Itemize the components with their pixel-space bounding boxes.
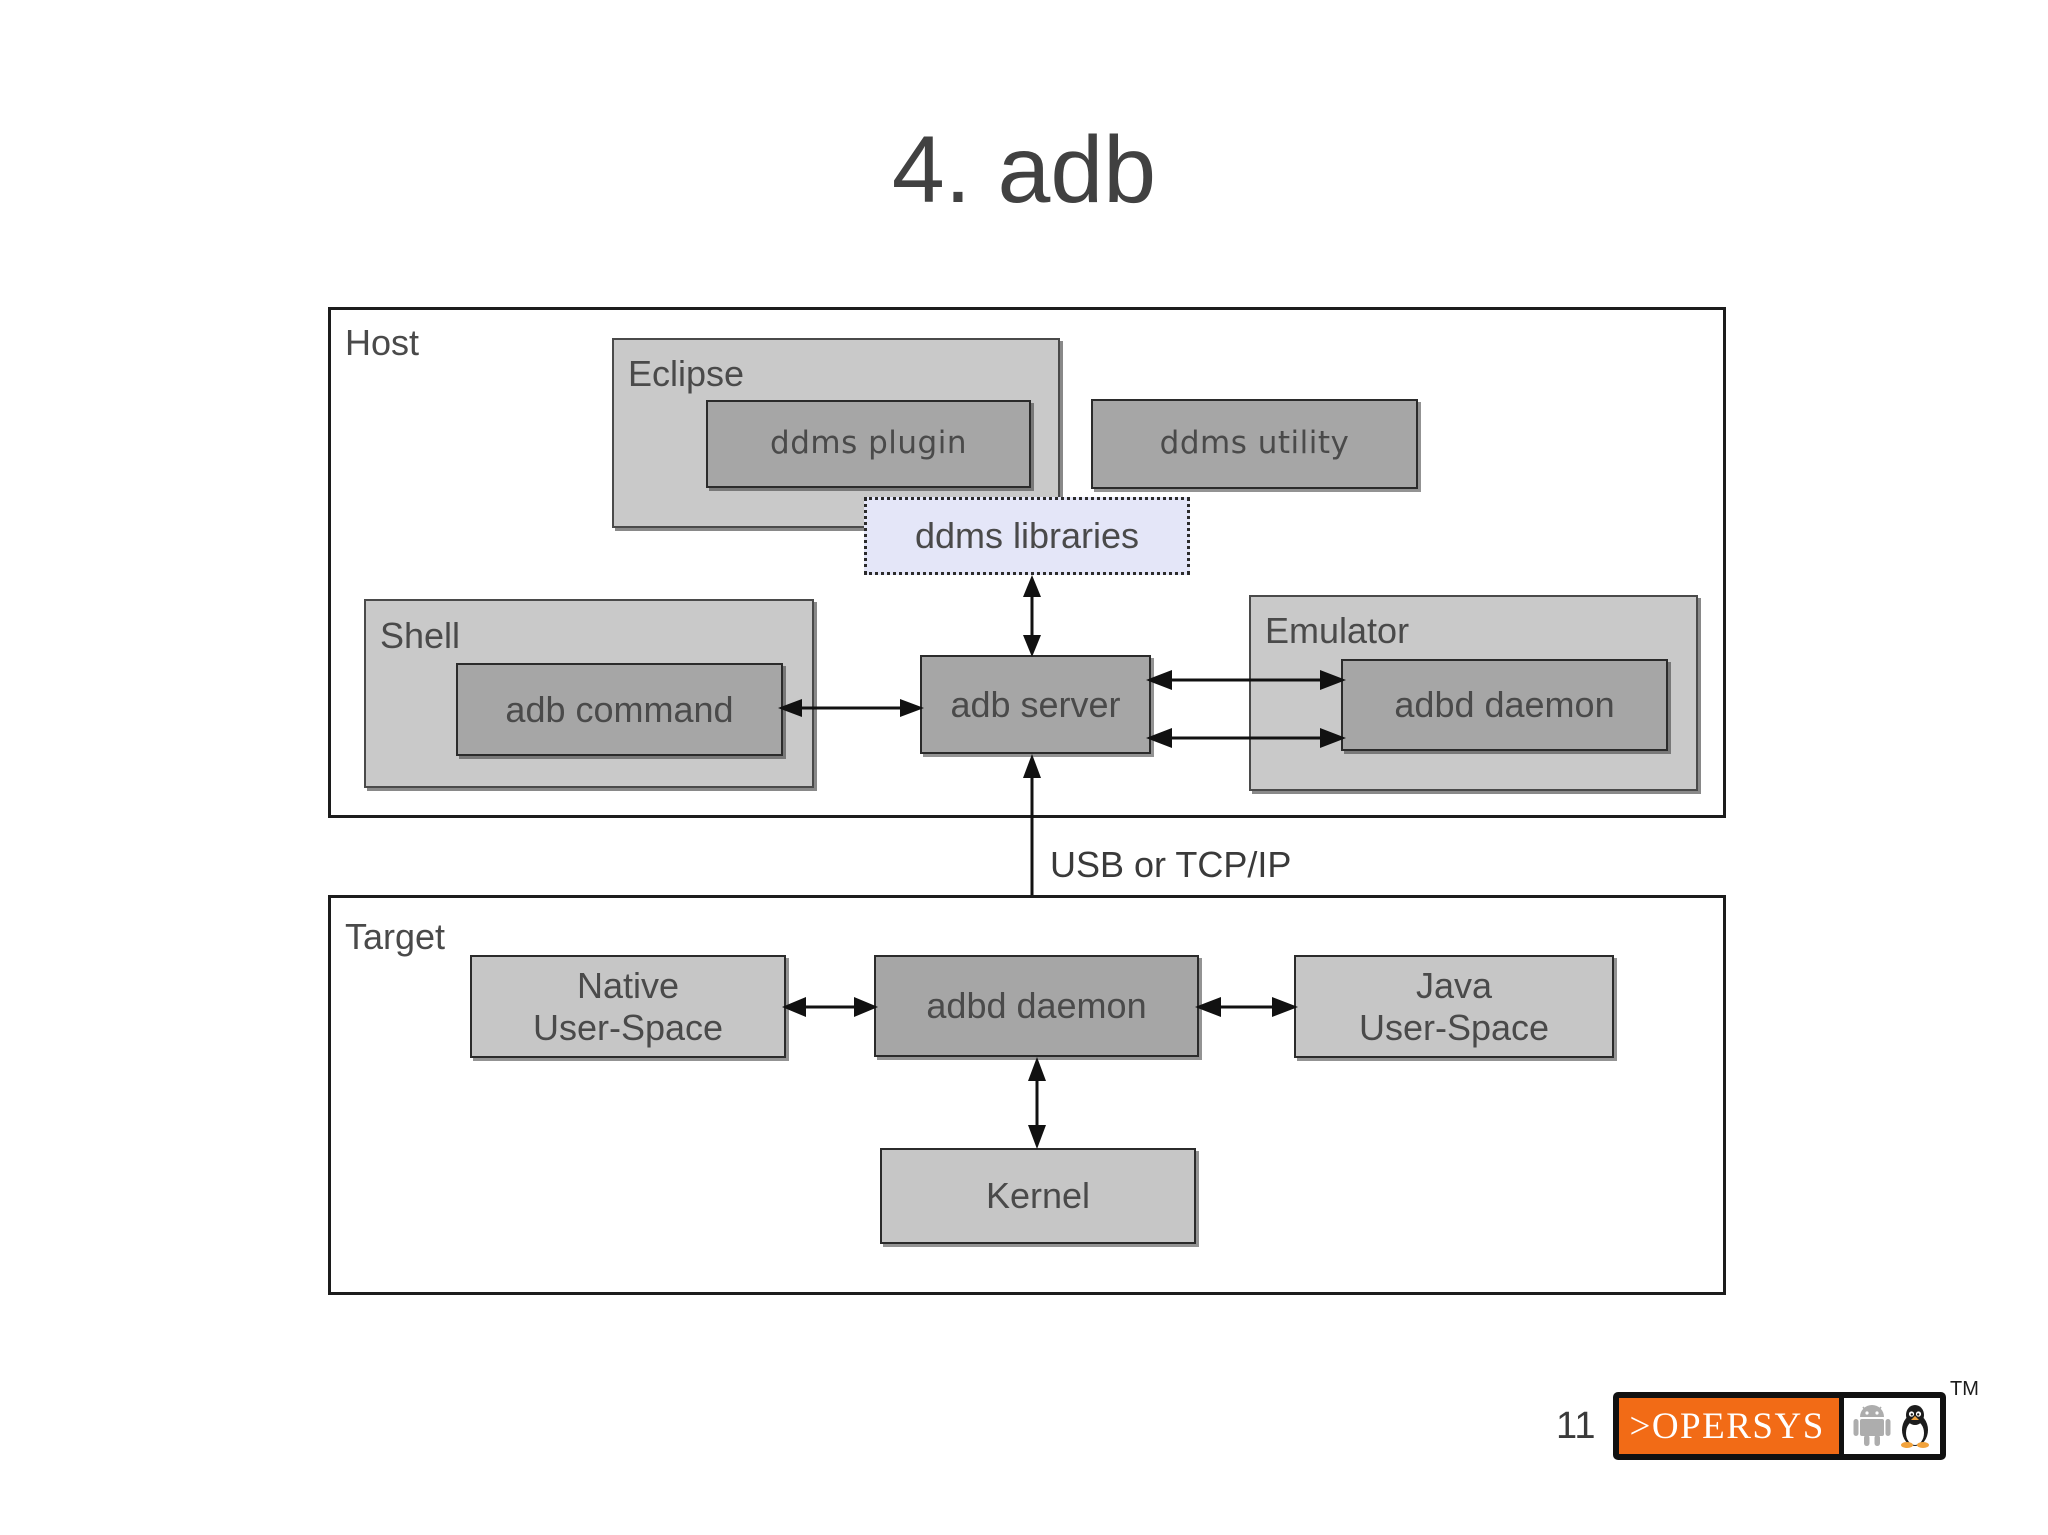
- connector-server-emulator-upper: [1146, 669, 1346, 691]
- shell-label: Shell: [380, 615, 461, 656]
- ddms-utility-node[interactable]: ddms utility: [1091, 399, 1418, 489]
- java-user-space-node[interactable]: Java User-Space: [1294, 955, 1614, 1058]
- native-user-space-line1: Native: [576, 965, 680, 1007]
- adb-server-node[interactable]: adb server: [920, 655, 1151, 754]
- footer: 11 >OPERSYS: [1556, 1392, 1946, 1460]
- connector-command-server: [778, 697, 924, 719]
- kernel-node[interactable]: Kernel: [880, 1148, 1196, 1244]
- opersys-wordmark: >OPERSYS: [1619, 1398, 1839, 1454]
- ddms-libraries-node[interactable]: ddms libraries: [864, 497, 1190, 575]
- host-label: Host: [345, 322, 420, 363]
- host-target-link-label: USB or TCP/IP: [1050, 844, 1292, 885]
- java-user-space-line1: Java: [1415, 965, 1493, 1007]
- native-user-space-line2: User-Space: [532, 1006, 724, 1048]
- linux-penguin-icon: [1900, 1405, 1929, 1448]
- connector-libraries-server: [1020, 575, 1044, 657]
- emulator-adbd-daemon-node[interactable]: adbd daemon: [1341, 659, 1668, 751]
- native-user-space-node[interactable]: Native User-Space: [470, 955, 786, 1058]
- target-adbd-daemon-node[interactable]: adbd daemon: [874, 955, 1199, 1057]
- target-label: Target: [345, 916, 446, 957]
- connector-adbd-kernel: [1025, 1057, 1049, 1149]
- ddms-plugin-node[interactable]: ddms plugin: [706, 400, 1031, 488]
- adb-command-node[interactable]: adb command: [456, 663, 783, 756]
- java-user-space-line2: User-Space: [1358, 1006, 1550, 1048]
- eclipse-label: Eclipse: [628, 353, 745, 394]
- connector-native-adbd: [782, 996, 878, 1018]
- connector-adbd-java: [1195, 996, 1298, 1018]
- logo-icon-group: [1838, 1398, 1940, 1454]
- trademark-mark: TM: [1950, 1378, 1979, 1400]
- android-robot-icon: [1853, 1405, 1891, 1446]
- emulator-label: Emulator: [1265, 610, 1410, 651]
- page-number: 11: [1556, 1405, 1596, 1447]
- connector-server-emulator-lower: [1146, 727, 1346, 749]
- page-title: 4. adb: [891, 117, 1157, 223]
- opersys-logo[interactable]: >OPERSYS: [1613, 1392, 1946, 1460]
